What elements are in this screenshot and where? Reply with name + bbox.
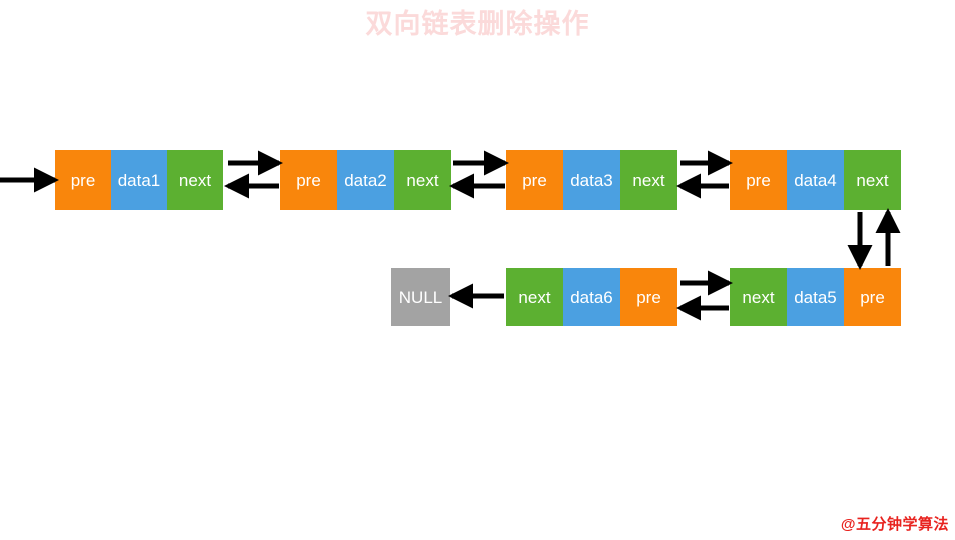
page-title: 双向链表删除操作 <box>365 9 590 39</box>
node-5-cell-pre: pre <box>844 268 901 326</box>
node-4-cell-next: next <box>844 150 901 210</box>
node-6-cell-pre: pre <box>620 268 677 326</box>
node-2-cell-next: next <box>394 150 451 210</box>
node-1-cell-pre: pre <box>55 150 111 210</box>
node-null: NULL <box>391 268 450 326</box>
node-4-cell-data: data4 <box>787 150 844 210</box>
node-3-cell-pre: pre <box>506 150 563 210</box>
node-null-cell-null: NULL <box>391 268 450 326</box>
node-4-cell-pre: pre <box>730 150 787 210</box>
node-1-cell-data: data1 <box>111 150 167 210</box>
node-5-cell-next: next <box>730 268 787 326</box>
node-3-cell-data: data3 <box>563 150 620 210</box>
node-2-cell-data: data2 <box>337 150 394 210</box>
node-2-cell-pre: pre <box>280 150 337 210</box>
node-1-cell-next: next <box>167 150 223 210</box>
node-3-cell-next: next <box>620 150 677 210</box>
node-6-cell-data: data6 <box>563 268 620 326</box>
node-5-cell-data: data5 <box>787 268 844 326</box>
watermark: @五分钟学算法 <box>840 516 949 533</box>
node-6-cell-next: next <box>506 268 563 326</box>
